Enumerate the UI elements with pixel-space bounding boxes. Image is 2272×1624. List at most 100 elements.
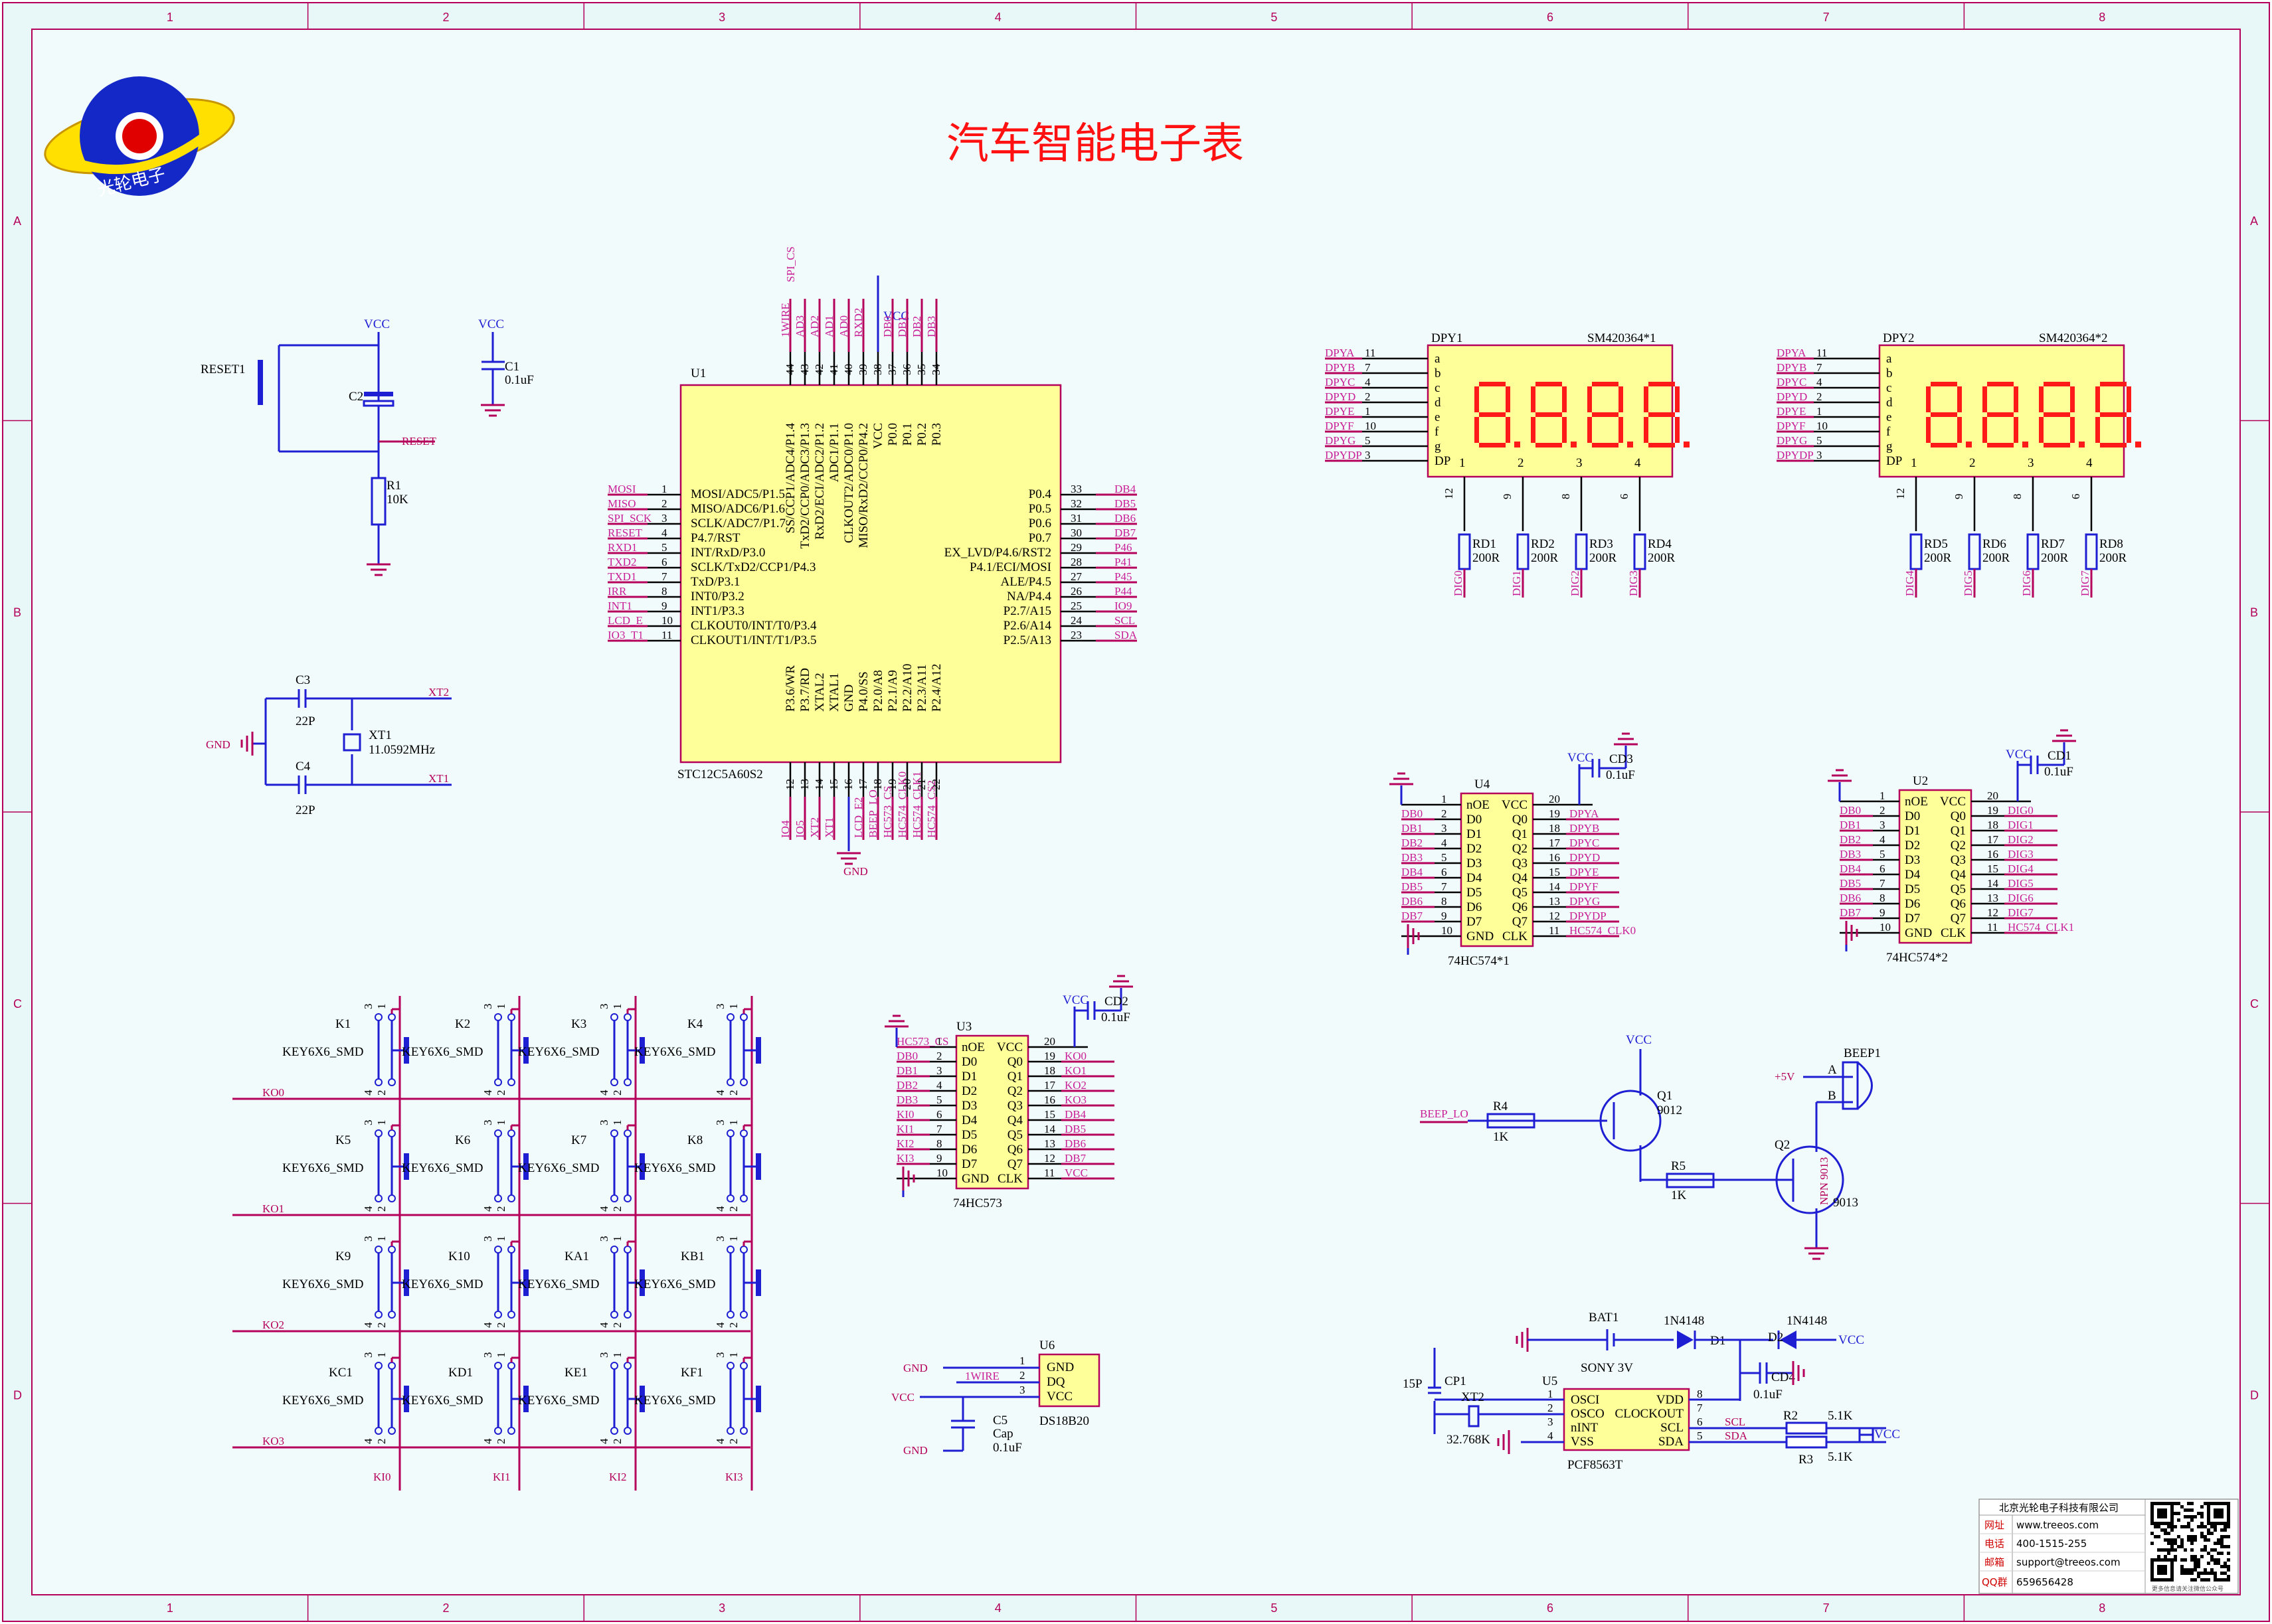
key-pin-number: 1 [375,1236,388,1242]
digit-pin-label: 3 [2028,456,2034,470]
mcu-top-pins: 44SS/CCP1/ADC4/P1.41WIRE43TxD2/CCP0/ADC3… [779,276,944,549]
digit-segment [2100,382,2127,386]
digit-segment [1675,386,1680,412]
key-pin-number: 3 [362,1352,375,1358]
segment-pin-number: 10 [1365,420,1376,432]
mcu-net-label: SDA [1114,629,1138,641]
mcu-net-label: AD3 [794,315,806,337]
column-marker-bottom: 1 [167,1601,173,1615]
mcu-net-label: AD2 [808,315,821,337]
key-pin-number: 4 [714,1322,727,1328]
latch-net-label: HC574_CLK1 [2008,921,2074,934]
segment-pin-number: 1 [1365,405,1371,418]
latch-net-label: KO1 [1065,1064,1087,1077]
latch-pin-name: D1 [962,1070,977,1084]
key-pin-number: 4 [481,1438,494,1444]
digit-resistor-value: 200R [1472,551,1500,565]
display-part: SM420364*2 [2039,331,2107,345]
ground-icon [1407,924,1420,948]
segment-pin-number: 4 [1365,376,1371,388]
key-ref: K9 [335,1250,351,1263]
mcu-pin-number: 15 [828,779,840,790]
mcu-net-label: TXD2 [608,556,636,568]
latch-pin-number: 12 [1044,1152,1055,1165]
segment-net-label: DPYDP [1777,449,1814,461]
latch-net-label: DB2 [897,1079,918,1092]
key-pin-number: 3 [362,1004,375,1010]
key-pin-number: 4 [362,1090,375,1096]
latch-pin-number: 7 [936,1123,942,1135]
company-name: 北京光轮电子科技有限公司 [1999,1502,2119,1514]
plus5v-label: +5V [1775,1070,1795,1083]
latch-net-label: DB1 [1401,822,1423,835]
latch-pin-name: Q7 [1512,915,1528,929]
u5-pin-name: CLOCKOUT [1615,1407,1684,1421]
keypad-col-net: KI0 [373,1471,391,1483]
xt2-ref: XT2 [1461,1390,1484,1404]
mcu-net-label: TXD1 [608,570,636,583]
digit-resistor-value: 200R [1982,551,2010,565]
digit-segment [2044,382,2070,386]
latch-pin-name: D1 [1905,824,1920,838]
key-part: KEY6X6_SMD [402,1161,483,1175]
row-marker-right: B [2250,606,2258,619]
latch-pin-number: 20 [1044,1035,1055,1048]
latch-pin-name: D6 [962,1143,977,1157]
column-marker-bottom: 7 [1823,1601,1830,1615]
segment-pin-name: g [1886,440,1893,453]
key-ref: K3 [571,1017,586,1031]
digit-segment [1531,386,1535,412]
latch-pin-name: D0 [1905,809,1920,823]
latch-pin-number: 15 [1549,866,1560,878]
segment-pin-number: 3 [1365,449,1371,461]
latch-pin-number: 7 [1441,880,1447,893]
c1-ref: C1 [505,360,519,374]
latch-pin-name: Q0 [1512,813,1528,827]
mcu-pin-name: TxD2/CCP0/ADC3/P1.3 [798,423,812,549]
key-pin-number: 2 [375,1090,388,1096]
latch-pin-name: Q5 [1007,1128,1023,1142]
latch-pin-number: 9 [936,1152,942,1165]
display-body [1427,344,1674,478]
info-label: 电话 [1984,1538,2004,1550]
beep1-pin-a: A [1828,1063,1837,1077]
mcu-pin-name: MOSI/ADC5/P1.5 [691,487,785,501]
c5-type: Cap [993,1427,1013,1441]
latch-net-label: DPYE [1569,866,1599,878]
latch-pin-number: 17 [1987,833,1999,846]
digit-resistor-value: 200R [2041,551,2069,565]
latch-pin-number: 15 [1044,1108,1055,1121]
key-pin-number: 3 [598,1004,610,1010]
digit-resistor-ref: RD3 [1589,537,1613,551]
mcu-pin-number: 29 [1071,541,1082,554]
latch-net-label: DIG7 [2008,906,2034,919]
latch-net-label: DB0 [1401,807,1423,820]
info-label: 邮箱 [1984,1556,2004,1568]
mcu-pin-name: INT1/P3.3 [691,604,744,618]
decimal-point [2022,442,2028,447]
reset-circuit: RESET1 VCC C2 RESET R1 10K VCC C1 0.1uF [201,317,534,576]
key-pin-number: 2 [727,1206,740,1212]
key-pin-number: 1 [495,1120,507,1126]
mcu-pin-name: P0.5 [1029,502,1051,516]
reset-switch-symbol [258,360,263,405]
key-pin-number: 3 [362,1120,375,1126]
digit-segment [1479,443,1506,447]
mcu-net-label: DB6 [1114,512,1136,525]
qr-caption: 更多信息请关注微信公众号 [2152,1585,2224,1593]
d1-part: 1N4148 [1664,1314,1704,1328]
digit-segment [1535,382,1562,386]
latch-pin-name: Q1 [1007,1070,1023,1084]
info-value: 659656428 [2016,1576,2073,1588]
segment-pin-number: 2 [1365,390,1371,403]
decimal-point [1684,442,1690,447]
latch-pin-name: D5 [1905,882,1920,896]
mcu-pin-number: 14 [813,779,826,791]
mcu-pin-name: ADC1/P1.1 [828,423,841,482]
mcu-ref: U1 [691,366,706,380]
segment-pin-name: e [1435,410,1440,424]
